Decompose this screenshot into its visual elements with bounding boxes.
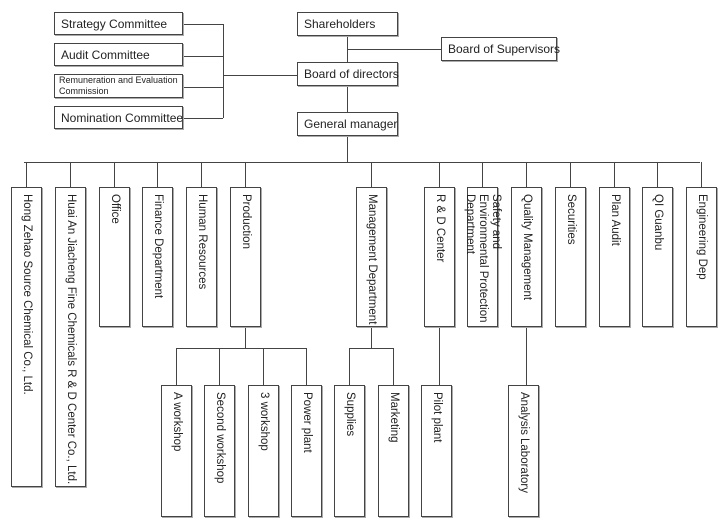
sub-unit-box-label: Power plant bbox=[301, 392, 313, 453]
connector bbox=[183, 56, 223, 57]
connector bbox=[263, 348, 264, 385]
department-box[interactable]: Quality Management bbox=[511, 187, 542, 327]
connector bbox=[371, 162, 372, 187]
connector bbox=[306, 348, 307, 385]
connector bbox=[347, 35, 348, 62]
department-box-label: Securities bbox=[565, 194, 577, 245]
department-box-label: Management Department bbox=[366, 194, 378, 325]
department-box-label: Hong Zehao Source Chemical Co., Ltd. bbox=[21, 194, 33, 395]
department-box[interactable]: Safety and Environmental Protection Depa… bbox=[464, 187, 502, 327]
department-bus bbox=[24, 162, 700, 163]
board-of-supervisors-label: Board of Supervisors bbox=[448, 42, 561, 56]
sub-unit-box[interactable]: Supplies bbox=[334, 385, 365, 517]
committee-box[interactable]: Strategy Committee bbox=[54, 12, 183, 35]
sub-unit-box[interactable]: Power plant bbox=[291, 385, 322, 517]
sub-unit-box[interactable]: Pilot plant bbox=[421, 385, 452, 517]
connector bbox=[347, 86, 348, 112]
board-of-supervisors-box[interactable]: Board of Supervisors bbox=[441, 37, 561, 61]
connector bbox=[183, 87, 223, 88]
department-box[interactable]: Hong Zehao Source Chemical Co., Ltd. bbox=[11, 187, 42, 487]
connector bbox=[223, 24, 224, 118]
connector bbox=[223, 75, 297, 76]
committee-box[interactable]: Remuneration and Evaluation Commission bbox=[54, 74, 183, 98]
connector bbox=[657, 162, 658, 187]
sub-unit-box[interactable]: Marketing bbox=[378, 385, 409, 517]
connector bbox=[70, 162, 71, 187]
connector bbox=[114, 162, 115, 187]
sub-unit-box-label: Pilot plant bbox=[431, 392, 443, 443]
sub-unit-box-label: Analysis Laboratory bbox=[518, 392, 530, 493]
connector bbox=[183, 118, 223, 119]
committee-box[interactable]: Audit Committee bbox=[54, 43, 183, 66]
sub-unit-box-label: 3 workshop bbox=[258, 392, 270, 451]
general-manager-box[interactable]: General manager bbox=[297, 112, 398, 136]
sub-unit-box-label: Second workshop bbox=[214, 392, 226, 484]
department-box[interactable]: Huai An Jiacheng Fine Chemicals R & D Ce… bbox=[55, 187, 86, 487]
committee-label: Audit Committee bbox=[61, 47, 150, 62]
department-box[interactable]: Human Resources bbox=[186, 187, 217, 327]
department-box-label: Quality Management bbox=[521, 194, 533, 301]
department-box-label: R & D Center bbox=[434, 194, 446, 263]
department-box-label: Engineering Dep bbox=[696, 194, 708, 280]
connector bbox=[526, 162, 527, 187]
sub-unit-box-label: A workshop bbox=[171, 392, 183, 452]
shareholders-label: Shareholders bbox=[304, 17, 376, 31]
sub-unit-box[interactable]: 3 workshop bbox=[248, 385, 279, 517]
connector bbox=[371, 327, 372, 348]
connector bbox=[349, 348, 394, 349]
connector bbox=[347, 135, 348, 162]
department-box-label: Safety and Environmental Protection Depa… bbox=[464, 194, 502, 323]
committee-label: Strategy Committee bbox=[61, 16, 168, 31]
department-box[interactable]: R & D Center bbox=[424, 187, 455, 327]
shareholders-box[interactable]: Shareholders bbox=[297, 12, 398, 36]
connector bbox=[176, 348, 177, 385]
sub-unit-box[interactable]: A workshop bbox=[161, 385, 192, 517]
department-box-label: Office bbox=[109, 194, 121, 224]
department-box[interactable]: Production bbox=[230, 187, 261, 327]
connector bbox=[701, 162, 702, 187]
connector bbox=[526, 327, 527, 385]
connector bbox=[219, 348, 220, 385]
connector bbox=[176, 348, 307, 349]
connector bbox=[439, 327, 440, 385]
connector bbox=[245, 162, 246, 187]
department-box-label: Huai An Jiacheng Fine Chemicals R & D Ce… bbox=[65, 194, 77, 485]
connector bbox=[26, 162, 27, 187]
department-box[interactable]: Engineering Dep bbox=[686, 187, 717, 327]
committee-box[interactable]: Nomination Committee bbox=[54, 106, 183, 129]
general-manager-label: General manager bbox=[304, 117, 398, 131]
sub-unit-box[interactable]: Second workshop bbox=[204, 385, 235, 517]
department-box[interactable]: Plan Audit bbox=[599, 187, 630, 327]
sub-unit-box-label: Supplies bbox=[344, 392, 356, 437]
connector bbox=[245, 327, 246, 348]
board-of-directors-box[interactable]: Board of directors bbox=[297, 62, 399, 86]
connector bbox=[183, 24, 223, 25]
committee-label: Nomination Committee bbox=[61, 110, 184, 125]
connector bbox=[614, 162, 615, 187]
connector bbox=[157, 162, 158, 187]
connector bbox=[439, 162, 440, 187]
department-box-label: Finance Department bbox=[152, 194, 164, 299]
department-box[interactable]: Securities bbox=[555, 187, 586, 327]
board-of-directors-label: Board of directors bbox=[304, 67, 399, 81]
department-box[interactable]: Office bbox=[99, 187, 130, 327]
connector bbox=[393, 348, 394, 385]
department-box[interactable]: QI Guanbu bbox=[642, 187, 673, 327]
department-box-label: Plan Audit bbox=[609, 194, 621, 246]
connector bbox=[201, 162, 202, 187]
sub-unit-box-label: Marketing bbox=[388, 392, 400, 443]
department-box[interactable]: Finance Department bbox=[142, 187, 173, 327]
connector bbox=[349, 348, 350, 385]
department-box-label: Human Resources bbox=[196, 194, 208, 290]
connector bbox=[347, 49, 441, 50]
department-box-label: QI Guanbu bbox=[652, 194, 664, 251]
connector bbox=[482, 162, 483, 187]
sub-unit-box[interactable]: Analysis Laboratory bbox=[508, 385, 539, 517]
connector bbox=[570, 162, 571, 187]
department-box[interactable]: Management Department bbox=[356, 187, 387, 327]
department-box-label: Production bbox=[240, 194, 252, 249]
committee-label: Remuneration and Evaluation Commission bbox=[59, 75, 178, 96]
